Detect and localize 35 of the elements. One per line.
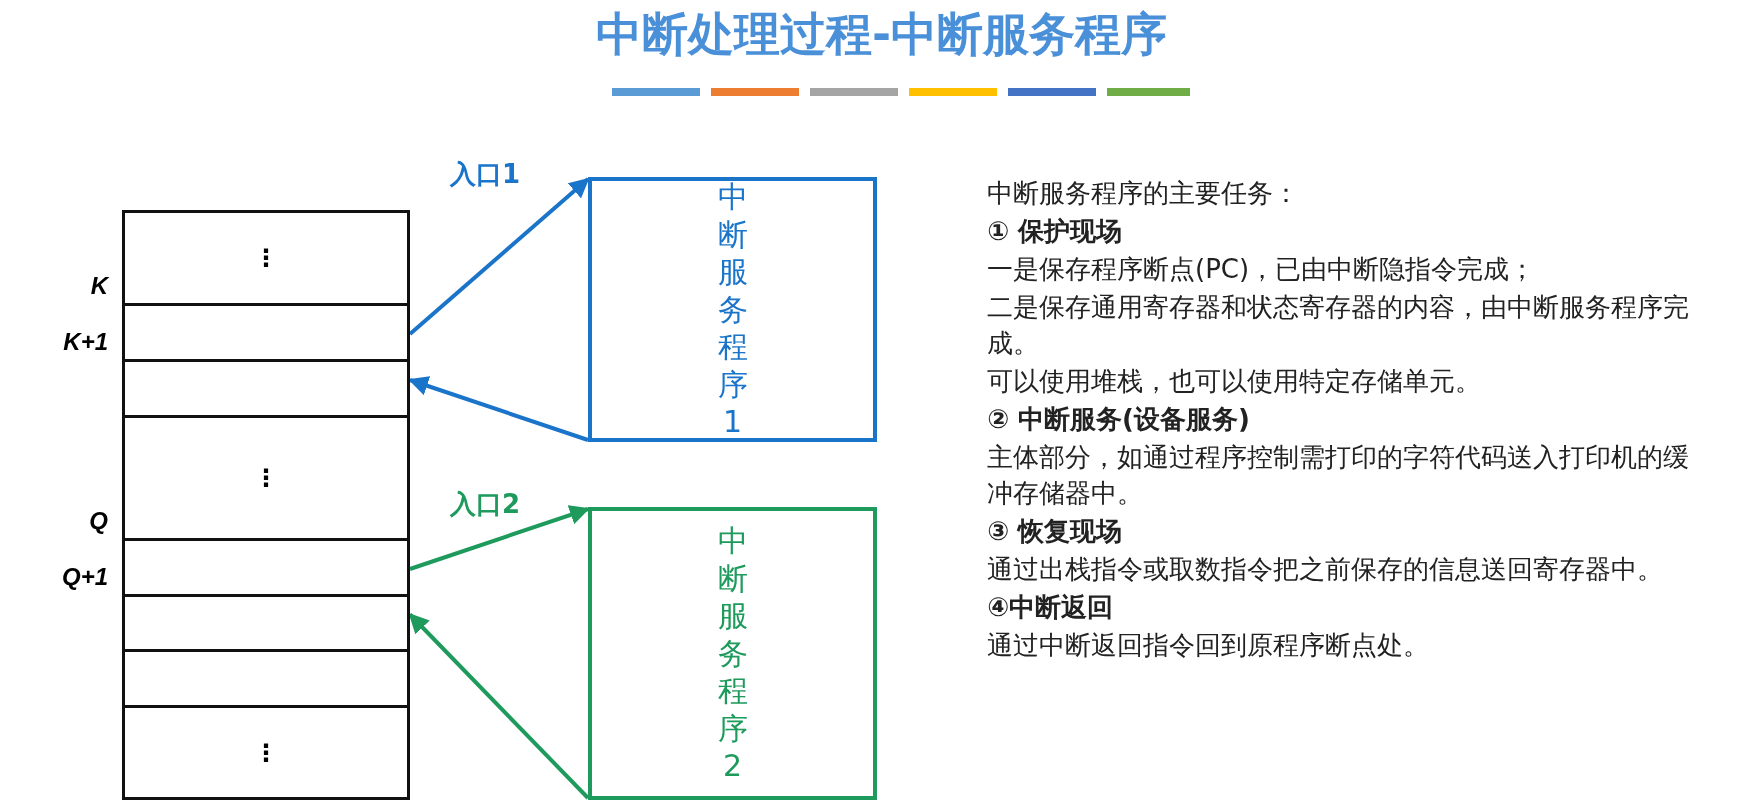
memory-cell bbox=[122, 418, 410, 541]
address-label: Q bbox=[89, 507, 108, 535]
arrow bbox=[409, 505, 590, 571]
ellipsis-text: ⋮ bbox=[254, 464, 278, 492]
description-text: ③ 恢复现场 bbox=[987, 515, 1124, 548]
memory-cell bbox=[122, 362, 410, 418]
description-text: 通过中断返回指令回到原程序断点处。 bbox=[987, 629, 1430, 662]
box-text: 中断服务程序1 bbox=[716, 178, 749, 441]
memory-cell bbox=[122, 652, 410, 708]
ellipsis-text: ⋮ bbox=[254, 244, 278, 272]
memory-cell bbox=[122, 210, 410, 306]
memory-cell bbox=[122, 306, 410, 362]
title: 中断处理过程-中断服务程序 bbox=[594, 6, 1169, 63]
description-text: 通过出栈指令或取数指令把之前保存的信息送回寄存器中。 bbox=[987, 553, 1664, 586]
description-text: 中断服务程序的主要任务： bbox=[987, 177, 1300, 210]
memory-cell bbox=[122, 708, 410, 800]
memory-cell bbox=[122, 541, 410, 597]
description-text: ① 保护现场 bbox=[987, 215, 1124, 248]
arrow bbox=[408, 177, 590, 336]
box-text: 中断服务程序2 bbox=[716, 522, 749, 785]
memory-cell bbox=[122, 597, 410, 652]
description-text: 二是保存通用寄存器和状态寄存器的内容，由中断服务程序完成。 bbox=[987, 291, 1690, 360]
description-text: ④中断返回 bbox=[987, 591, 1114, 624]
description-text: 可以使用堆栈，也可以使用特定存储单元。 bbox=[987, 365, 1482, 398]
program-box bbox=[588, 177, 877, 442]
program-box bbox=[588, 507, 877, 800]
address-label: K+1 bbox=[63, 328, 108, 356]
description-text: ② 中断服务(设备服务) bbox=[987, 403, 1251, 436]
address-label: K bbox=[90, 272, 108, 300]
description-text: 主体部分，如通过程序控制需打印的字符代码送入打印机的缓冲存储器中。 bbox=[987, 441, 1690, 510]
address-label: Q+1 bbox=[61, 563, 108, 591]
description-text: 一是保存程序断点(PC)，已由中断隐指令完成； bbox=[987, 253, 1537, 286]
ellipsis-text: ⋮ bbox=[254, 738, 278, 767]
arrow bbox=[408, 376, 589, 442]
arrow bbox=[408, 613, 590, 800]
